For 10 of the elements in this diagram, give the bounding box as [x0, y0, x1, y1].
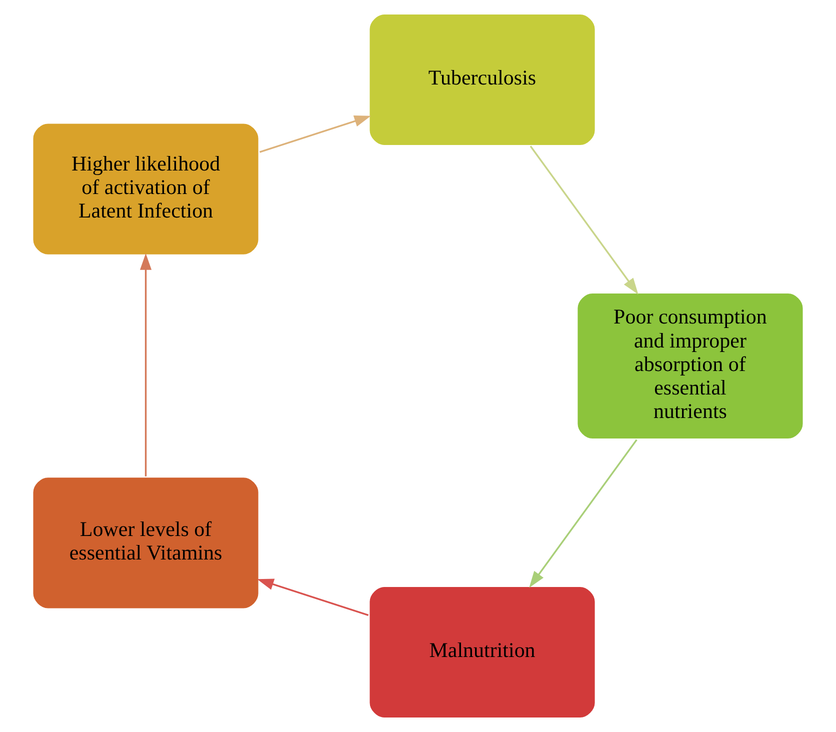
node-box: Tuberculosis [368, 12, 597, 148]
node-box: Higher likelihood of activation of Latent Infection [31, 122, 260, 256]
node-box: Lower levels of essential Vitamins [31, 476, 260, 610]
arrow [140, 253, 152, 476]
node-box: Malnutrition [368, 584, 597, 720]
arrow [529, 439, 638, 588]
arrow [530, 146, 638, 295]
arrow [259, 116, 371, 153]
arrow [257, 578, 369, 616]
node-box: Poor consumption and improper absorption of essential nutrients [576, 292, 805, 440]
